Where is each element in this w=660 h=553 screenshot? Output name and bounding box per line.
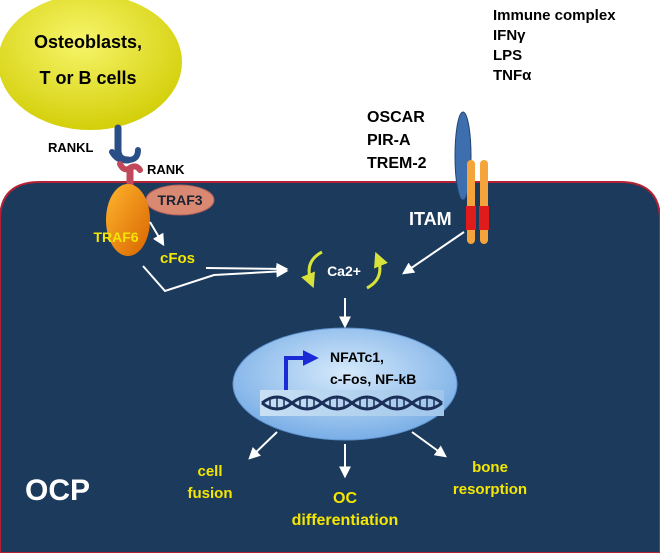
co-receptor-item: TREM-2 [367,155,427,172]
stimulus-item: Immune complex [493,7,616,24]
nucleus-to-resorption-arrow [411,431,447,458]
nucleus-genes-line1: NFATc1, [330,349,384,365]
co-receptor-item: OSCAR [367,109,425,126]
source-cell-label-line2: T or B cells [39,68,136,88]
rank-label: RANK [147,162,185,177]
rankl-ligand [109,124,141,164]
stimulus-item: TNFα [493,67,532,84]
stimulus-item: IFNγ [493,27,526,44]
stimuli-list: Immune complex IFNγ LPS TNFα [493,7,616,84]
signaling-arrows [142,221,465,479]
rankl-label: RANKL [48,140,94,155]
itam-label: ITAM [409,209,452,229]
stimulus-item: LPS [493,47,522,64]
cell-label: OCP [25,474,90,507]
nucleus-genes-line2: c-Fos, NF-kB [330,371,416,387]
calcium-label: Ca2+ [327,263,361,279]
calcium-oscillation-icon [301,250,388,290]
nucleus-to-fusion-arrow [248,431,278,460]
outcome-resorption: bone resorption [453,459,527,498]
outcome-differentiation-line1: OC [333,490,357,507]
outcome-resorption-line1: bone [472,459,508,476]
outcome-fusion-line2: fusion [188,485,233,502]
outcome-differentiation-line2: differentiation [292,512,399,529]
outcome-fusion-line1: cell [197,463,222,480]
traf6-to-cfos-arrow [149,221,165,247]
co-receptor-item: PIR-A [367,132,411,149]
traf6-to-calcium-arrow [142,265,289,293]
outcome-differentiation: OC differentiation [292,490,399,529]
itam-adaptor [466,160,489,244]
cfos-label: cFos [160,250,195,267]
co-receptor-list: OSCAR PIR-A TREM-2 [367,109,427,172]
outcome-fusion: cell fusion [188,463,233,502]
source-cell-label-line1: Osteoblasts, [34,32,142,52]
itam-to-calcium-arrow [402,231,465,275]
cfos-to-calcium-arrow [205,262,289,275]
traf6-protein [106,184,150,256]
source-cell: Osteoblasts, T or B cells [0,0,182,130]
traf3-label: TRAF3 [157,192,202,208]
dna-helix-icon [260,390,444,416]
traf6-label: TRAF6 [93,229,138,245]
outcome-resorption-line2: resorption [453,481,527,498]
promoter-arrow-icon [284,350,319,390]
traf3-protein: TRAF3 [145,184,215,216]
